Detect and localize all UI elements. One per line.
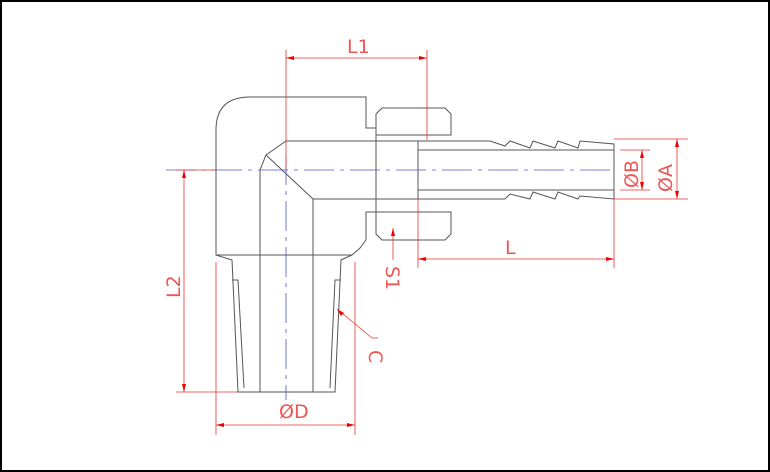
label-l: L xyxy=(505,237,516,259)
dimension-l: L xyxy=(417,199,615,268)
dimension-od: ØD xyxy=(215,262,356,435)
dimension-l1: L1 xyxy=(285,36,428,170)
dimension-c: C xyxy=(336,308,386,363)
arrowheads xyxy=(182,56,679,427)
elbow-body xyxy=(215,96,419,393)
label-c: C xyxy=(364,350,386,363)
label-s1: S1 xyxy=(381,266,403,290)
label-l2: L2 xyxy=(163,275,185,298)
dimension-ob: ØB xyxy=(620,149,650,191)
dimension-oa: ØA xyxy=(614,138,688,200)
label-ob: ØB xyxy=(621,160,643,188)
label-l1: L1 xyxy=(347,36,370,58)
dimension-s1: S1 xyxy=(381,228,403,290)
dimension-l2: L2 xyxy=(163,169,238,393)
label-oa: ØA xyxy=(655,164,677,192)
nut xyxy=(375,107,452,241)
label-od: ØD xyxy=(279,401,309,423)
